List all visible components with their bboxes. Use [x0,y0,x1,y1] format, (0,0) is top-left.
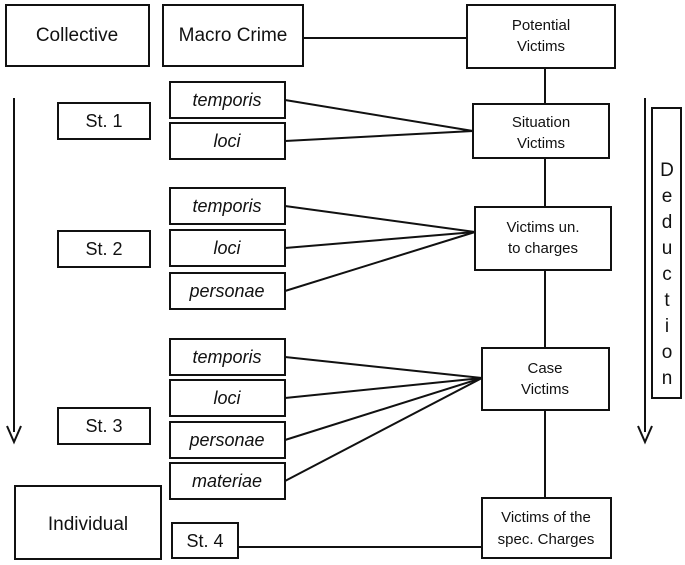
connector-lines [238,37,546,548]
collective-box: Collective [5,4,150,67]
stage-1-box: St. 1 [57,102,151,140]
deduction-arrow [637,98,653,445]
specific-charges-victims-line-1: Victims of the [501,509,591,526]
criterion-label: personae [188,281,264,301]
fan-line [284,231,476,292]
unrelated-victims-line-1: Victims un. [506,219,579,236]
situation-victims-box: Situation Victims [472,103,610,159]
case-victims-box: Case Victims [481,347,610,411]
deduction-letter: t [664,290,670,311]
potential-victims-box: Potential Victims [466,4,616,69]
deduction-letter: d [662,212,673,233]
criterion-box: temporis [169,338,286,376]
fan-line [284,377,483,399]
situation-victims-line-2: Victims [517,135,565,152]
deduction-letter: o [662,342,673,363]
stage-4-box: St. 4 [171,522,239,559]
stage-1-label: St. 1 [85,111,122,131]
unrelated-victims-line-2: to charges [508,240,578,257]
stage-4-label: St. 4 [186,531,223,551]
criterion-box: personae [169,421,286,459]
criterion-label: materiae [192,471,262,491]
specific-charges-victims-line-2: spec. Charges [498,531,595,548]
fan-line [284,99,474,132]
criterion-label: temporis [192,196,261,216]
criterion-label: loci [213,131,241,151]
deduction-letter: u [662,238,673,259]
fan-line [284,356,483,379]
criterion-label: loci [213,238,241,258]
deduction-box: D e d u c t i o n [651,107,682,399]
fan-line [284,130,474,142]
criterion-box: temporis [169,81,286,119]
deduction-letter: D [660,160,674,181]
criterion-box: temporis [169,187,286,225]
specific-charges-victims-box: Victims of the spec. Charges [481,497,612,559]
deduction-letter: n [662,368,673,389]
fan-line [284,377,483,441]
macro-crime-label: Macro Crime [179,25,288,46]
deduction-letter: e [662,186,673,207]
criterion-box: materiae [169,462,286,500]
criterion-box: loci [169,122,286,160]
collective-to-individual-arrow [6,98,22,445]
criterion-label: temporis [192,90,261,110]
fan-line [284,377,483,482]
fan-line [284,205,476,233]
criterion-label: personae [188,430,264,450]
individual-label: Individual [48,514,128,535]
fan-line [284,231,476,249]
stage-3-box: St. 3 [57,407,151,445]
stage-2-box: St. 2 [57,230,151,268]
unrelated-victims-box: Victims un. to charges [474,206,612,271]
deduction-letter: i [665,316,669,337]
case-victims-line-1: Case [527,360,562,377]
potential-victims-line-1: Potential [512,17,570,34]
criterion-box: loci [169,229,286,267]
criterion-label: loci [213,388,241,408]
criterion-box: loci [169,379,286,417]
criterion-box: personae [169,272,286,310]
situation-victims-line-1: Situation [512,114,570,131]
stage-3-label: St. 3 [85,416,122,436]
potential-victims-line-2: Victims [517,38,565,55]
collective-label: Collective [36,25,118,46]
individual-box: Individual [14,485,162,560]
case-victims-line-2: Victims [521,381,569,398]
macro-crime-box: Macro Crime [162,4,304,67]
criterion-label: temporis [192,347,261,367]
deduction-letter: c [662,264,672,285]
stage-2-label: St. 2 [85,239,122,259]
